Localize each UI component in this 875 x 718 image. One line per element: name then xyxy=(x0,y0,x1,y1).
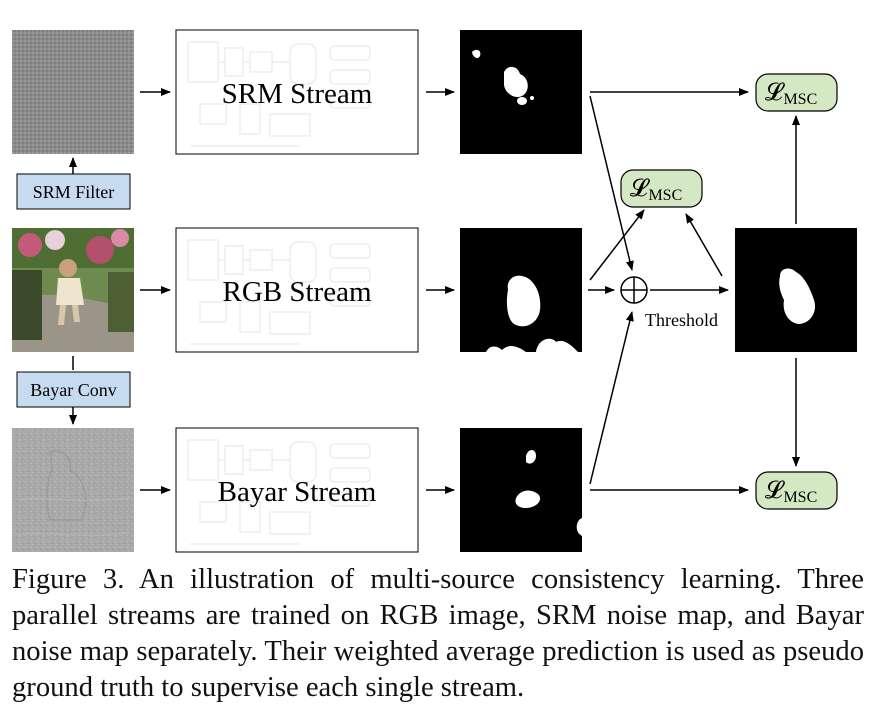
svg-text:𝓛MSC: 𝓛MSC xyxy=(765,80,817,108)
rgb-stream-box xyxy=(175,227,419,353)
loss-msc-bottom: 𝓛MSC xyxy=(755,471,838,510)
bayar-conv-label: Bayar Conv xyxy=(30,380,116,400)
loss-symbol: 𝓛 xyxy=(630,176,650,202)
loss-subscript: MSC xyxy=(783,489,817,506)
arrow-srm-to-fusion xyxy=(589,95,634,271)
srm-stream-label: SRM Stream xyxy=(222,78,373,110)
arrow-rgb-to-mid-loss xyxy=(589,209,645,281)
loss-msc-middle: 𝓛MSC xyxy=(620,169,703,208)
weighted-sum-operator xyxy=(620,276,648,304)
svg-text:𝓛MSC: 𝓛MSC xyxy=(630,176,682,204)
bayar-stream-box xyxy=(175,427,419,553)
loss-msc-top: 𝓛MSC xyxy=(755,73,838,112)
pseudo-ground-truth-mask xyxy=(735,228,857,352)
loss-subscript: MSC xyxy=(783,91,817,108)
rgb-stream-label: RGB Stream xyxy=(222,276,371,308)
srm-prediction-mask xyxy=(460,30,582,154)
bayar-stream-label: Bayar Stream xyxy=(218,476,377,508)
loss-subscript: MSC xyxy=(648,187,682,204)
srm-filter-box xyxy=(16,173,131,210)
rgb-input-image xyxy=(12,228,134,352)
loss-symbol: 𝓛 xyxy=(765,478,785,504)
figure-caption: Figure 3. An illustration of multi-sourc… xyxy=(12,564,864,703)
bayar-noise-map-image xyxy=(12,428,134,552)
msc-diagram: SRM Filter Bayar Conv SRM Stream RGB Str… xyxy=(12,29,857,553)
svg-text:𝓛MSC: 𝓛MSC xyxy=(765,478,817,506)
bayar-prediction-mask xyxy=(460,428,582,552)
srm-filter-label: SRM Filter xyxy=(33,182,115,202)
srm-noise-map-image xyxy=(12,30,134,154)
threshold-label: Threshold xyxy=(645,310,718,330)
srm-stream-box xyxy=(175,29,419,155)
arrow-bayar-to-fusion xyxy=(589,311,634,485)
loss-symbol: 𝓛 xyxy=(765,80,785,106)
arrow-pseudo-gt-to-mid-loss xyxy=(685,213,723,277)
rgb-prediction-mask xyxy=(460,228,582,352)
